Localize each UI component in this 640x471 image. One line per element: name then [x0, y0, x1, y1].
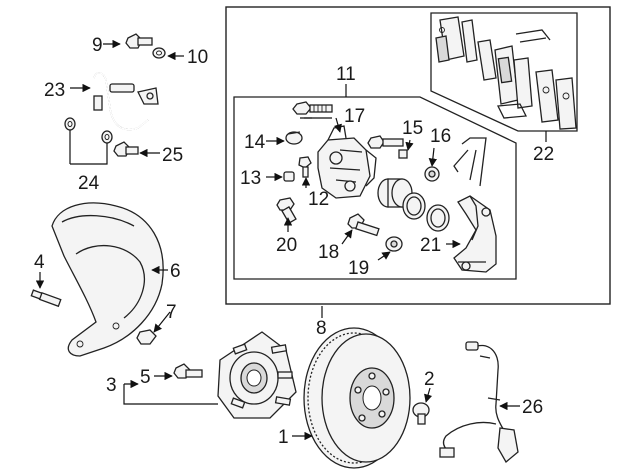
callout-4: 4 [34, 252, 45, 273]
washers-24 [64, 117, 113, 144]
bleeder-cap-13 [283, 171, 295, 182]
callout-20: 20 [276, 235, 297, 256]
dust-cap-14 [285, 131, 303, 145]
callout-22: 22 [533, 144, 554, 165]
pin-boot-16 [424, 166, 440, 182]
callout-14: 14 [244, 132, 266, 153]
caliper-subgroup-frame [233, 96, 517, 280]
callout-24: 24 [78, 173, 100, 194]
callout-12: 12 [308, 189, 329, 210]
callout-1: 1 [278, 427, 289, 448]
washer-10 [152, 47, 166, 59]
callout-5: 5 [140, 367, 151, 388]
callout-17: 17 [344, 106, 365, 127]
brake-pads-illustration [435, 16, 577, 130]
spring-clip [453, 137, 487, 187]
caliper-bracket-21 [453, 195, 497, 273]
callout-18: 18 [318, 242, 339, 263]
callout-25: 25 [162, 145, 183, 166]
callout-10: 10 [187, 47, 208, 68]
brake-rotor-1 [303, 327, 411, 469]
callout-2: 2 [424, 369, 435, 390]
brake-hose-23 [93, 72, 159, 131]
caliper-housing [317, 125, 377, 199]
callout-3: 3 [106, 375, 117, 396]
leader-lines [35, 39, 547, 441]
callout-9: 9 [92, 35, 103, 56]
callout-16: 16 [430, 126, 451, 147]
guide-pin-15 [367, 135, 408, 159]
bleeder-screw-12 [298, 156, 312, 178]
hub-bolt-5 [173, 363, 203, 379]
bolt-25 [113, 141, 139, 157]
bolt-20 [276, 197, 297, 224]
callout-21: 21 [420, 235, 441, 256]
rotor-screw-2 [412, 402, 430, 425]
abs-sensor-26 [439, 341, 519, 463]
pad-kit-frame [430, 12, 578, 132]
guide-pin-18 [347, 213, 380, 237]
callout-26: 26 [522, 397, 543, 418]
callout-11: 11 [336, 64, 356, 85]
callout-19: 19 [348, 258, 369, 279]
caliper-group-frame [225, 6, 611, 305]
dust-shield-6 [51, 202, 164, 357]
callout-7: 7 [166, 302, 177, 323]
callout-23: 23 [44, 80, 65, 101]
callout-13: 13 [240, 168, 261, 189]
pin-boot-19 [385, 236, 403, 252]
piston-assembly [377, 178, 450, 232]
caliper-bolt-17 [292, 101, 333, 115]
banjo-bolt-9 [125, 33, 153, 49]
bolt-7 [136, 329, 157, 345]
wheel-hub-3 [217, 331, 297, 419]
callout-6: 6 [170, 261, 181, 282]
callout-8: 8 [316, 318, 327, 339]
wheel-stud-4 [30, 289, 62, 308]
callout-15: 15 [402, 118, 423, 139]
